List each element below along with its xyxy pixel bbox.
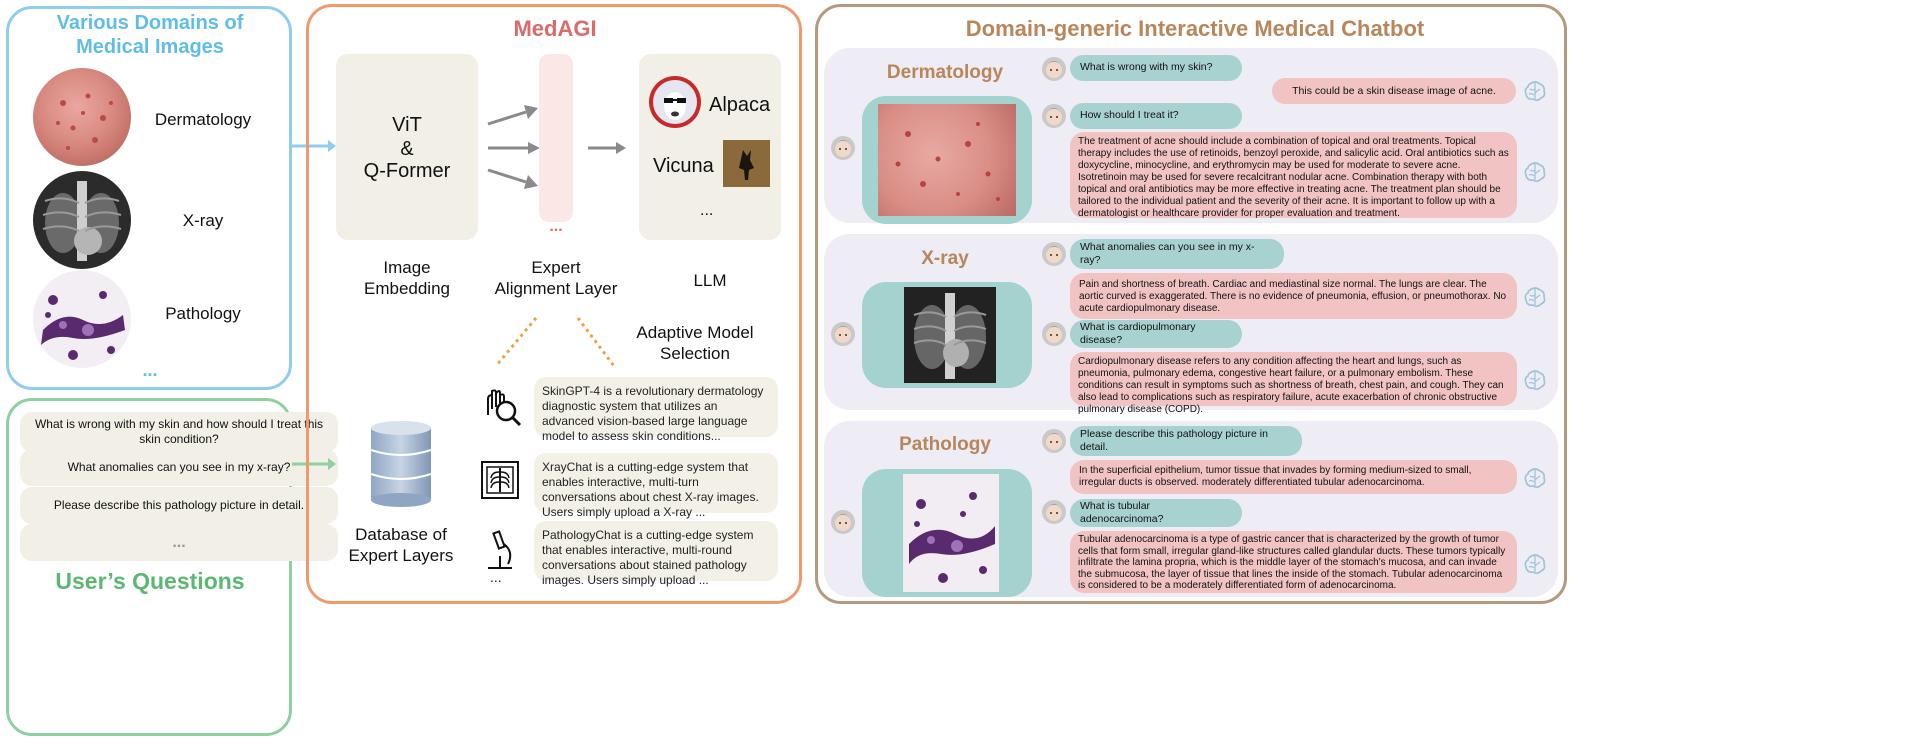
experts-more: ... <box>490 569 502 585</box>
user-avatar-icon <box>1042 57 1066 81</box>
section-title-pathology: Pathology <box>899 434 991 455</box>
domain-label-pathology: Pathology <box>165 304 241 323</box>
label-expert-alignment-2: Alignment Layer <box>494 279 618 298</box>
derm-question-1: What is wrong with my skin? <box>1070 55 1242 81</box>
dermatology-thumbnail <box>33 68 131 166</box>
domain-label-xray: X-ray <box>182 211 224 230</box>
questions-title: User’s Questions <box>55 568 245 594</box>
question-more: ... <box>20 524 338 561</box>
llm-more: ... <box>700 202 714 219</box>
user-avatar-icon <box>1042 322 1066 346</box>
expert-skingpt4: SkinGPT-4 is a revolutionary dermatology… <box>534 377 778 443</box>
section-title-xray: X-ray <box>921 248 969 269</box>
arrows-to-alignment <box>487 105 540 189</box>
assistant-brain-icon <box>1524 468 1546 489</box>
arrow-questions-to-database <box>292 458 336 470</box>
assistant-brain-icon <box>1524 370 1546 391</box>
label-image-embedding-1: Image <box>383 258 431 277</box>
user-avatar-icon <box>831 322 855 346</box>
user-avatar-icon <box>1042 500 1066 524</box>
label-expert-alignment-1: Expert <box>531 258 581 277</box>
xray-answer-2: Cardiopulmonary disease refers to any co… <box>1070 352 1517 415</box>
assistant-brain-icon <box>1524 287 1546 308</box>
domains-title-line1: Various Domains of <box>56 12 244 34</box>
dermatology-image <box>878 104 1016 216</box>
derm-answer-2: The treatment of acne should include a c… <box>1070 132 1517 219</box>
microscope-icon <box>488 530 512 569</box>
questions-panel <box>6 398 292 736</box>
path-question-1: Please describe this pathology picture i… <box>1070 426 1302 456</box>
chatbot-title: Domain-generic Interactive Medical Chatb… <box>965 16 1425 41</box>
xray-image <box>904 287 996 383</box>
question-xray: What anomalies can you see in my x-ray? <box>20 449 338 486</box>
xray-chest-icon <box>481 461 519 499</box>
expert-pathologychat: PathologyChat is a cutting-edge system t… <box>534 521 778 587</box>
domains-panel <box>6 6 292 390</box>
domain-label-dermatology: Dermatology <box>154 110 252 129</box>
arrow-alignment-to-llm <box>588 142 626 154</box>
user-avatar-icon <box>1042 104 1066 128</box>
user-avatar-icon <box>1042 429 1066 453</box>
assistant-brain-icon <box>1524 162 1546 183</box>
assistant-brain-icon <box>1524 554 1546 575</box>
vicuna-logo-icon <box>723 140 770 187</box>
user-avatar-icon <box>831 136 855 160</box>
section-title-dermatology: Dermatology <box>886 62 1004 83</box>
llm-option-vicuna: Vicuna <box>653 155 714 177</box>
derm-question-2: How should I treat it? <box>1070 103 1242 129</box>
encoder-vit: ViT <box>392 114 422 136</box>
pathology-image <box>903 474 999 592</box>
encoder-and: & <box>400 138 414 160</box>
acne-spots <box>56 93 113 150</box>
adaptive-model-selection-1: Adaptive Model <box>636 323 754 342</box>
dotted-selection-lines <box>494 317 616 367</box>
path-answer-2: Tubular adenocarcinoma is a type of gast… <box>1070 531 1517 593</box>
database-label-2: Expert Layers <box>348 546 454 565</box>
xray-question-2: What is cardiopulmonary disease? <box>1070 320 1242 348</box>
xray-answer-1: Pain and shortness of breath. Cardiac an… <box>1070 273 1517 319</box>
encoder-box <box>336 54 478 240</box>
medagi-title: MedAGI <box>513 16 597 41</box>
question-pathology: Please describe this pathology picture i… <box>20 487 338 524</box>
database-icon <box>370 421 432 507</box>
path-question-2: What is tubular adenocarcinoma? <box>1070 499 1242 527</box>
chatbot-panel <box>815 4 1567 604</box>
domains-more: ... <box>142 360 158 380</box>
xray-lungs <box>42 181 122 261</box>
database-label-1: Database of <box>355 525 447 544</box>
arrow-domains-to-medagi <box>292 140 336 152</box>
user-avatar-icon <box>1042 242 1066 266</box>
encoder-qformer: Q-Former <box>363 160 451 182</box>
medagi-panel <box>306 4 802 604</box>
label-image-embedding-2: Embedding <box>363 279 450 298</box>
llm-option-alpaca: Alpaca <box>709 94 771 116</box>
expert-xraychat: XrayChat is a cutting-edge system that e… <box>534 453 778 519</box>
adaptive-model-selection-2: Selection <box>660 344 730 363</box>
alpaca-logo-icon <box>649 76 701 128</box>
xray-thumbnail <box>33 171 131 269</box>
user-avatar-icon <box>831 510 855 534</box>
alignment-dots: ... <box>549 218 563 235</box>
path-answer-1: In the superficial epithelium, tumor tis… <box>1070 460 1517 494</box>
assistant-brain-icon <box>1524 81 1546 102</box>
question-skin: What is wrong with my skin and how shoul… <box>20 412 338 452</box>
pathology-tissue <box>41 291 125 360</box>
xray-question-1: What anomalies can you see in my x-ray? <box>1070 239 1284 269</box>
expert-alignment-layer-bar <box>539 54 573 222</box>
skin-magnifier-icon <box>487 389 522 427</box>
domains-title-line2: Medical Images <box>76 36 224 58</box>
pathology-thumbnail <box>33 270 131 368</box>
derm-answer-1: This could be a skin disease image of ac… <box>1272 78 1516 104</box>
label-llm: LLM <box>693 271 727 290</box>
